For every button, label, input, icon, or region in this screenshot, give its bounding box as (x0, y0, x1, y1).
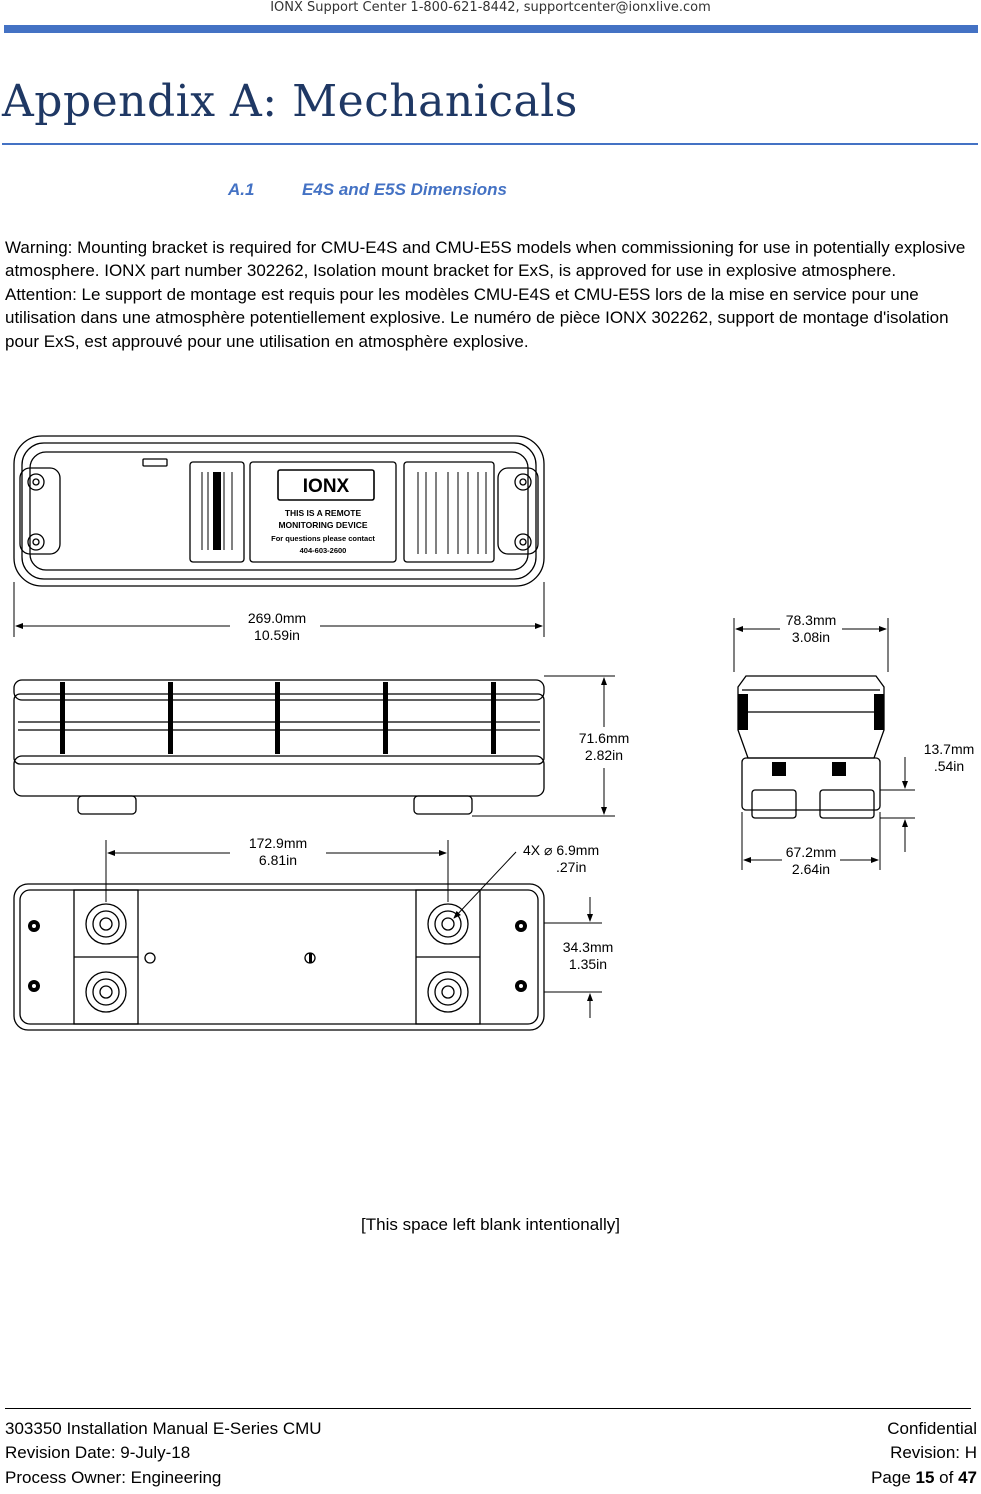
footer-row-3: Process Owner: Engineering Page 15 of 47 (5, 1466, 977, 1490)
hole-offset-mm: 34.3mm (563, 939, 614, 955)
footer-document: 303350 Installation Manual E-Series CMU (5, 1419, 322, 1438)
top-view (13, 435, 545, 587)
support-center-header: IONX Support Center 1-800-621-8442, supp… (270, 0, 711, 15)
footer-revision: Revision: H (890, 1443, 977, 1462)
hole-offset-in: 1.35in (569, 956, 607, 972)
footer-classification: Confidential (887, 1419, 977, 1438)
barcode (213, 472, 221, 550)
hole-diameter-in: .27in (556, 859, 586, 875)
height-in: 2.82in (585, 747, 623, 763)
section-title: E4S and E5S Dimensions (302, 180, 508, 199)
footer-row-1: 303350 Installation Manual E-Series CMU … (5, 1417, 977, 1441)
bottom-view-fill (31, 923, 524, 989)
height-dimension (472, 675, 615, 817)
hole-diameter-mm: 4X ⌀ 6.9mm (523, 842, 599, 858)
foot-height-mm: 13.7mm (924, 741, 975, 757)
mechanical-drawing: IONX THIS IS A REMOTE MONITORING DEVICE … (13, 435, 975, 1031)
page-total: 47 (958, 1468, 977, 1487)
section-heading: A.1 E4S and E5S Dimensions (228, 180, 507, 200)
hole-spacing-dimension (105, 840, 449, 902)
section-number: A.1 (228, 180, 255, 199)
hole-spacing-mm: 172.9mm (249, 835, 307, 851)
hole-spacing-in: 6.81in (259, 852, 297, 868)
blank-space-note: [This space left blank intentionally] (361, 1215, 620, 1234)
device-label-line-1: THIS IS A REMOTE (285, 508, 362, 518)
end-view (737, 675, 885, 819)
foot-height-in: .54in (934, 758, 964, 774)
footer-row-2: Revision Date: 9-July-18 Revision: H (5, 1441, 977, 1465)
footer-revision-date: Revision Date: 9-July-18 (5, 1443, 191, 1462)
width-in: 3.08in (792, 629, 830, 645)
device-label-logo: IONX (303, 476, 350, 497)
header-rule (4, 25, 978, 33)
page-of: of (934, 1468, 959, 1487)
page-title: Appendix A: Mechanicals (2, 76, 578, 127)
bottom-view (13, 883, 545, 1031)
foot-width-in: 2.64in (792, 861, 830, 877)
hole-offset-dimension (544, 897, 602, 1018)
device-label-line-4: 404-603-2600 (300, 546, 347, 555)
device-label-line-3: For questions please contact (271, 534, 375, 543)
footer-process-owner: Process Owner: Engineering (5, 1468, 222, 1487)
length-dimension (13, 582, 545, 637)
hole-diameter-leader (453, 851, 517, 919)
label-fine-print (201, 472, 487, 554)
width-mm: 78.3mm (786, 612, 837, 628)
warning-french: Attention: Le support de montage est req… (5, 284, 949, 351)
bottom-view-holes (28, 920, 527, 992)
footer-rule (5, 1408, 971, 1409)
device-label-line-2: MONITORING DEVICE (278, 520, 367, 530)
width-dimension (733, 618, 889, 672)
foot-width-dimension (741, 812, 881, 870)
warning-text: Warning: Mounting bracket is required fo… (5, 236, 977, 353)
warning-english: Warning: Mounting bracket is required fo… (5, 238, 966, 281)
height-mm: 71.6mm (579, 730, 630, 746)
side-view-ribs (60, 682, 496, 754)
footer-page-number: Page 15 of 47 (871, 1466, 977, 1490)
foot-width-mm: 67.2mm (786, 844, 837, 860)
page-prefix: Page (871, 1468, 916, 1487)
foot-height-dimension (880, 757, 915, 852)
length-in: 10.59in (254, 627, 300, 643)
end-view-fill (738, 694, 884, 776)
title-underline (2, 143, 978, 145)
page-current: 15 (915, 1468, 935, 1487)
length-mm: 269.0mm (248, 610, 306, 626)
